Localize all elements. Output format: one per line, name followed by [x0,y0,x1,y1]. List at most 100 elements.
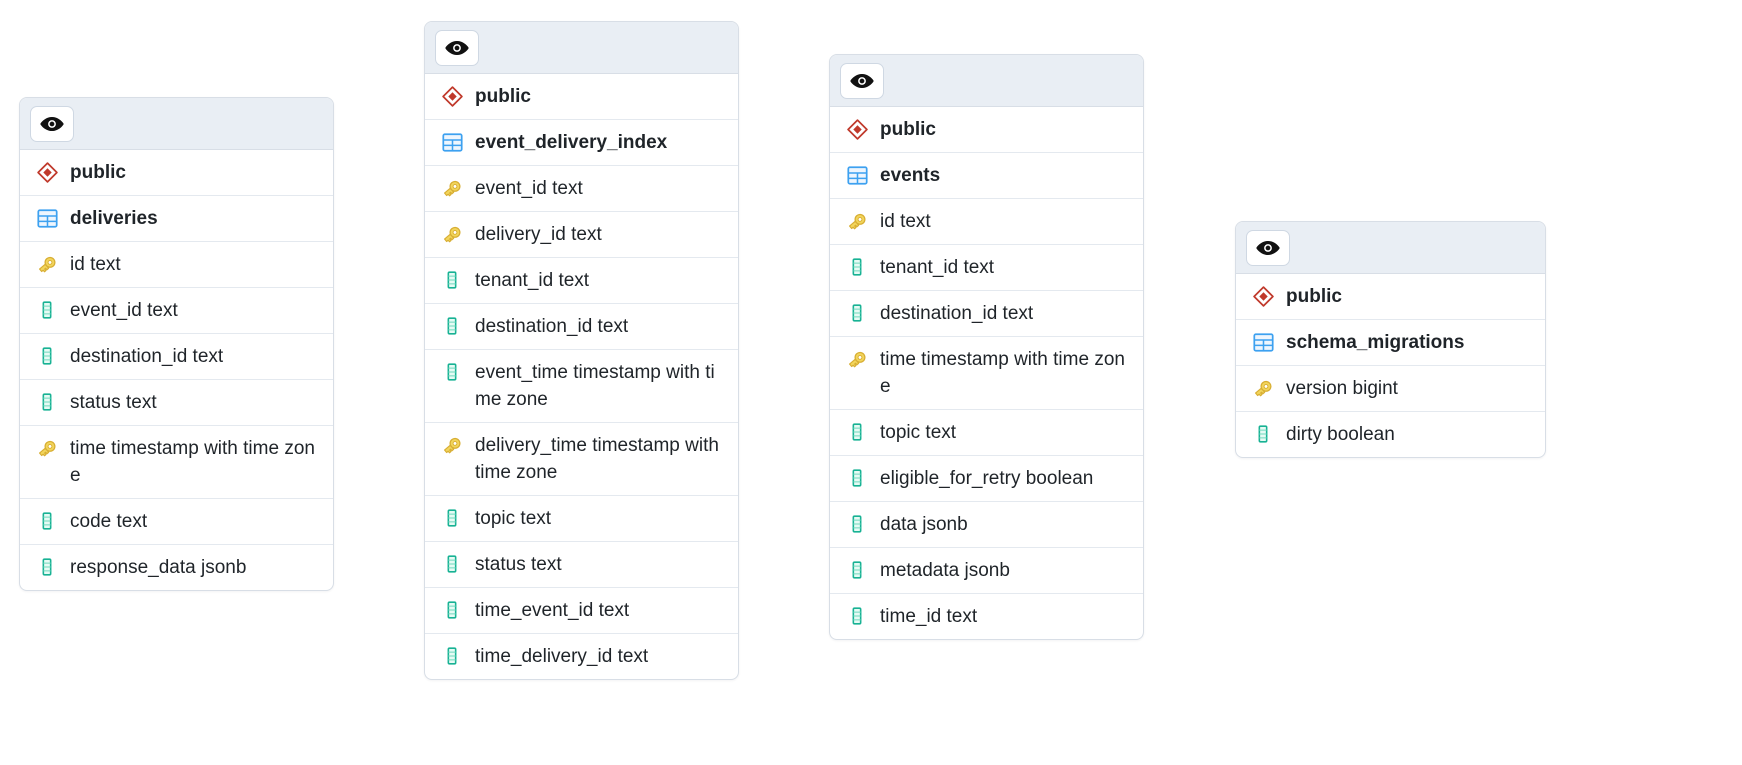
table-icon [844,163,870,187]
table-name-row-label: events [880,165,941,186]
column-row[interactable]: id text [20,242,333,288]
column-row[interactable]: event_id text [425,166,738,212]
column-row-label: event_time timestamp with time zone [475,362,715,410]
table-card[interactable]: public deliveries id text event_id text dest… [19,97,334,591]
column-row[interactable]: destination_id text [425,304,738,350]
key-icon [439,433,465,457]
key-icon [844,209,870,233]
eye-icon[interactable] [444,35,470,61]
column-row[interactable]: version bigint [1236,366,1545,412]
schema-diamond-icon [439,84,465,108]
column-row[interactable]: topic text [830,410,1143,456]
preview-table-button[interactable] [840,62,884,99]
column-row[interactable]: time timestamp with time zone [20,426,333,499]
table-icon [1250,330,1276,354]
preview-table-button[interactable] [1246,229,1290,266]
preview-table-button[interactable] [435,29,479,66]
schema-diamond-icon [34,160,60,184]
column-row[interactable]: metadata jsonb [830,548,1143,594]
column-row-label: version bigint [1286,378,1398,399]
table-card[interactable]: public event_delivery_index event_id text d… [424,21,739,680]
table-card-header [20,98,333,150]
column-row[interactable]: dirty boolean [1236,412,1545,457]
schema-diamond-icon [1250,284,1276,308]
column-row[interactable]: delivery_time timestamp with time zone [425,423,738,496]
column-icon [439,598,465,622]
column-row-label: time_id text [880,606,978,627]
key-icon [439,222,465,246]
column-row[interactable]: status text [425,542,738,588]
column-row[interactable]: eligible_for_retry boolean [830,456,1143,502]
table-name-row[interactable]: event_delivery_index [425,120,738,166]
column-row[interactable]: code text [20,499,333,545]
column-row-label: status text [70,392,157,413]
column-row-label: time timestamp with time zone [70,438,315,486]
key-icon [439,176,465,200]
column-row[interactable]: destination_id text [830,291,1143,337]
column-row[interactable]: tenant_id text [425,258,738,304]
table-card-header [425,22,738,74]
schema-row[interactable]: public [425,74,738,120]
column-row-label: id text [880,211,931,232]
schema-row[interactable]: public [830,107,1143,153]
column-row-label: delivery_time timestamp with time zone [475,435,719,483]
table-name-row-label: deliveries [70,208,158,229]
schema-diamond-icon [844,117,870,141]
column-row-label: delivery_id text [475,224,602,245]
column-row-label: event_id text [70,300,178,321]
column-row-label: dirty boolean [1286,424,1395,445]
column-row[interactable]: time_delivery_id text [425,634,738,679]
column-row[interactable]: destination_id text [20,334,333,380]
eye-icon[interactable] [1255,235,1281,261]
column-row-label: topic text [475,508,552,529]
column-row[interactable]: time timestamp with time zone [830,337,1143,410]
column-row[interactable]: topic text [425,496,738,542]
column-row[interactable]: data jsonb [830,502,1143,548]
eye-icon[interactable] [39,111,65,137]
column-icon [844,466,870,490]
key-icon [34,436,60,460]
table-icon [439,130,465,154]
schema-row-label: public [475,86,531,107]
table-icon [34,206,60,230]
column-row-label: response_data jsonb [70,557,247,578]
table-card-header [830,55,1143,107]
column-icon [844,420,870,444]
column-row[interactable]: status text [20,380,333,426]
column-row[interactable]: time_event_id text [425,588,738,634]
column-icon [439,314,465,338]
column-icon [439,552,465,576]
column-row-label: topic text [880,422,957,443]
column-row-label: event_id text [475,178,583,199]
column-row-label: id text [70,254,121,275]
column-icon [34,390,60,414]
schema-row[interactable]: public [1236,274,1545,320]
column-row[interactable]: time_id text [830,594,1143,639]
eye-icon[interactable] [849,68,875,94]
table-name-row[interactable]: schema_migrations [1236,320,1545,366]
schema-row[interactable]: public [20,150,333,196]
column-row[interactable]: event_time timestamp with time zone [425,350,738,423]
column-row[interactable]: event_id text [20,288,333,334]
column-row[interactable]: delivery_id text [425,212,738,258]
table-name-row[interactable]: deliveries [20,196,333,242]
column-icon [34,555,60,579]
column-icon [439,644,465,668]
table-name-row-label: schema_migrations [1286,332,1465,353]
column-icon [844,512,870,536]
column-row-label: eligible_for_retry boolean [880,468,1094,489]
column-row[interactable]: id text [830,199,1143,245]
schema-row-label: public [70,162,126,183]
column-row-label: time_delivery_id text [475,646,649,667]
column-row[interactable]: tenant_id text [830,245,1143,291]
column-icon [844,604,870,628]
column-row[interactable]: response_data jsonb [20,545,333,590]
table-name-row[interactable]: events [830,153,1143,199]
column-row-label: destination_id text [70,346,224,367]
column-icon [1250,422,1276,446]
preview-table-button[interactable] [30,105,74,142]
column-icon [34,344,60,368]
column-icon [439,360,465,384]
